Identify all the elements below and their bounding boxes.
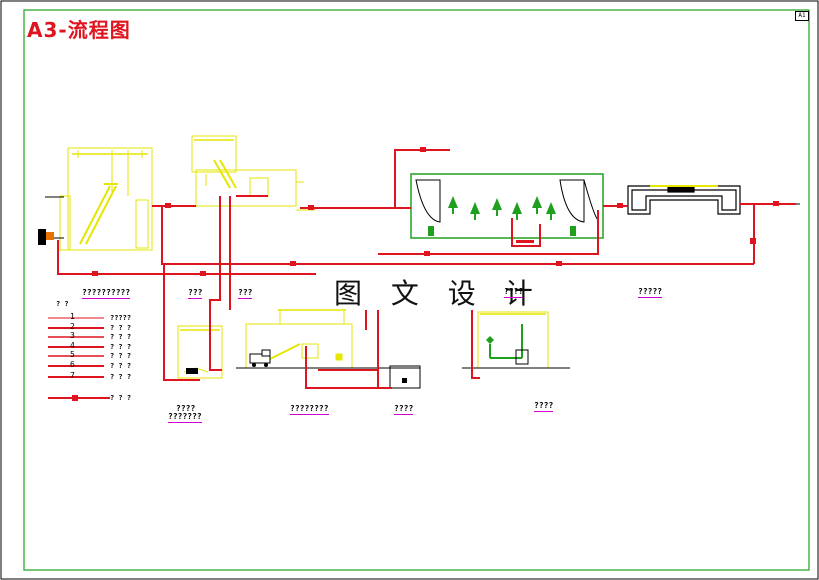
legend-item-text: ? ? ?	[110, 333, 132, 341]
label-pump: ???	[238, 288, 253, 299]
inner-border	[23, 9, 810, 571]
label-grit: ???	[188, 288, 203, 299]
legend-item-text: ? ? ?	[110, 373, 132, 381]
label-dosing: ????	[534, 401, 554, 412]
legend-item-num: 1	[70, 312, 75, 321]
legend-item-text: ? ? ?	[110, 362, 132, 370]
process-pipes	[57, 149, 796, 389]
legend-item-num: 2	[70, 322, 75, 331]
legend-item-text: ? ? ?	[110, 343, 132, 351]
label-reactor: ????	[504, 287, 524, 298]
label-screen: ??????????	[82, 288, 131, 299]
legend-header: ? ?	[56, 300, 69, 308]
legend-item-num: 4	[70, 341, 75, 350]
legend-item-text: ? ? ?	[110, 324, 132, 332]
legend-item-num: 7	[70, 371, 75, 380]
sludge-truck-icon	[249, 349, 271, 367]
label-sludge-pump: ????	[394, 404, 414, 415]
legend-pipe-text: ? ? ?	[110, 394, 132, 402]
grit-chamber-unit	[191, 135, 316, 211]
sludge-tank	[177, 325, 223, 379]
legend-line-samples	[48, 317, 110, 401]
legend-item-num: 3	[70, 331, 75, 340]
outfall-channel	[627, 185, 741, 215]
sludge-pump-well	[389, 365, 421, 389]
watermark-text: 图 文 设 计	[334, 277, 543, 310]
biological-reactor	[410, 173, 604, 239]
label-dewatering: ????????	[290, 404, 329, 415]
label-sludge-tank: ????	[176, 404, 196, 413]
legend-item-num: 6	[70, 360, 75, 369]
legend-item-text: ?????	[110, 314, 132, 322]
sheet-number-tag: A1	[795, 11, 809, 21]
flow-direction-markers	[92, 147, 779, 276]
label-sludge-tank-sub: ???????	[168, 412, 202, 423]
sludge-dewatering-room	[245, 309, 353, 369]
coarse-screen-unit	[59, 147, 153, 251]
legend-item-num: 5	[70, 350, 75, 359]
drawing-title: A3-流程图	[27, 18, 131, 42]
legend-item-text: ? ? ?	[110, 352, 132, 360]
label-outfall: ?????	[638, 287, 663, 298]
